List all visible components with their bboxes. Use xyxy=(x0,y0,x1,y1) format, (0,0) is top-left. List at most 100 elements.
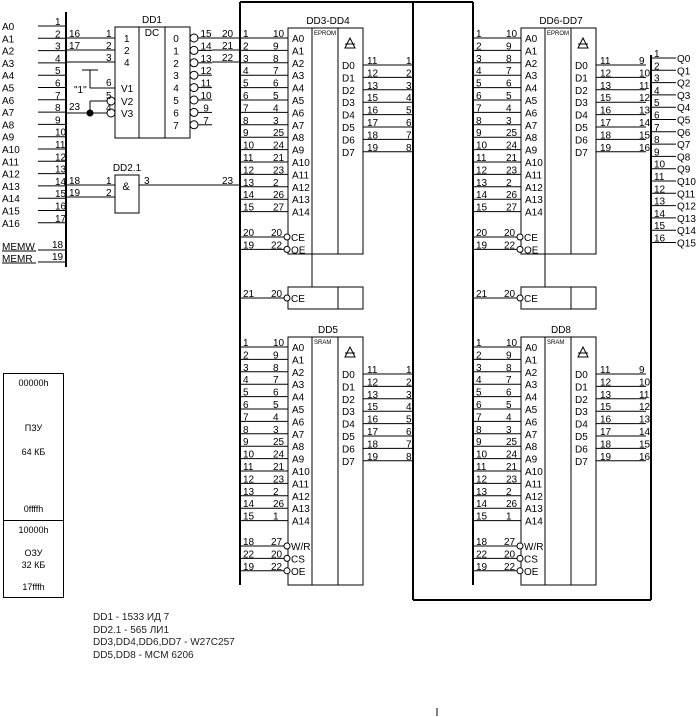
bus-number: 5 xyxy=(243,79,249,90)
output-pin-number: 13 xyxy=(654,197,666,208)
dd21-wire-number: 18 xyxy=(69,176,81,187)
bus-number: 10 xyxy=(476,450,488,461)
output-label: Q6 xyxy=(677,128,691,139)
bus-number: 2 xyxy=(243,350,249,361)
inverting-pin xyxy=(516,542,524,550)
inverting-pin xyxy=(283,294,291,302)
bus-number: 1 xyxy=(243,338,249,349)
data-label: D7 xyxy=(342,457,355,468)
address-label: A9 xyxy=(525,455,538,466)
bus-number: 8 xyxy=(406,143,412,154)
address-label: A8 xyxy=(525,442,538,453)
address-label: A4 xyxy=(292,393,305,404)
pin-number: 2 xyxy=(506,487,512,498)
pin-number: 16 xyxy=(600,415,612,426)
ram-label: ОЗУ xyxy=(24,548,43,558)
dd1-output-label: 6 xyxy=(173,108,179,119)
control-label: CE xyxy=(291,294,305,305)
dd1-pin-number: 4 xyxy=(106,103,112,114)
data-label: D6 xyxy=(342,135,355,146)
pin-number: 9 xyxy=(506,350,512,361)
dd1-inverting-output xyxy=(189,120,199,130)
data-label: D6 xyxy=(575,444,588,455)
output-label: Q11 xyxy=(677,189,696,200)
rom-label: ПЗУ xyxy=(24,423,43,433)
pin-number: 19 xyxy=(367,452,379,463)
pin-number: 25 xyxy=(273,128,285,139)
bus-number: 13 xyxy=(639,106,651,117)
input-label: A16 xyxy=(2,219,20,230)
pin-number: 11 xyxy=(600,365,611,376)
bus-number: 21 xyxy=(476,289,488,300)
pin-number: 13 xyxy=(367,390,379,401)
address-label: A9 xyxy=(292,146,305,157)
dd1-inverting-output xyxy=(189,95,199,105)
ram-size: 32 КБ xyxy=(21,560,46,570)
dd1-pin-number: 14 xyxy=(200,41,212,52)
bus-number: 4 xyxy=(476,375,482,386)
data-label: D4 xyxy=(342,111,355,122)
bus-number: 20 xyxy=(476,228,488,239)
bus-number: 10 xyxy=(639,68,651,79)
pin-number: 23 xyxy=(273,474,285,485)
output-label: Q2 xyxy=(677,79,691,90)
rom-start-address: 00000h xyxy=(18,378,49,388)
chip-name: DD6-DD7 xyxy=(539,16,583,27)
bus-number: 4 xyxy=(406,402,412,413)
data-label: D2 xyxy=(575,86,588,97)
input-label: A1 xyxy=(2,34,15,45)
pin-number: 27 xyxy=(273,203,285,214)
bus-number: 13 xyxy=(476,487,488,498)
pin-number: 13 xyxy=(600,390,612,401)
control-label: W/R xyxy=(291,542,310,553)
bus-number: 11 xyxy=(243,153,254,164)
address-label: A14 xyxy=(292,208,310,219)
address-label: A6 xyxy=(292,108,305,119)
dd1-inverting-output xyxy=(189,107,199,117)
bus-number: 11 xyxy=(476,462,487,473)
inverting-pin xyxy=(283,567,291,575)
data-label: D5 xyxy=(575,432,588,443)
bus-number: 10 xyxy=(476,141,488,152)
pin-number: 13 xyxy=(367,81,379,92)
bus-number: 6 xyxy=(476,400,482,411)
pin-number: 8 xyxy=(506,54,512,65)
data-label: D5 xyxy=(575,123,588,134)
bus-pin-number: 16 xyxy=(55,202,67,213)
data-label: D2 xyxy=(342,86,355,97)
bus-number: 9 xyxy=(476,437,482,448)
address-label: A0 xyxy=(525,34,538,45)
pin-number: 8 xyxy=(506,363,512,374)
bus-number: 8 xyxy=(243,116,249,127)
dd1-pin-number: 15 xyxy=(200,29,212,40)
dd1-pin-number: 7 xyxy=(203,116,209,127)
output-pin-number: 9 xyxy=(654,147,660,158)
output-pin-number: 1 xyxy=(654,49,660,60)
data-label: D4 xyxy=(342,420,355,431)
bus-pin-number: 17 xyxy=(55,214,67,225)
address-label: A8 xyxy=(525,133,538,144)
pin-number: 1 xyxy=(273,512,279,523)
address-label: A9 xyxy=(292,455,305,466)
pin-number: 4 xyxy=(506,103,512,114)
input-label: A15 xyxy=(2,207,20,218)
pin-number: 18 xyxy=(367,130,379,141)
control-input-label: MEMR xyxy=(2,254,33,265)
address-label: A2 xyxy=(292,368,305,379)
bus-number: 18 xyxy=(476,537,488,548)
address-label: A12 xyxy=(525,492,543,503)
output-pin-number: 15 xyxy=(654,221,666,232)
bus-number: 3 xyxy=(476,363,482,374)
dd1-output-label: 1 xyxy=(173,46,179,57)
input-label: A9 xyxy=(2,133,15,144)
bus-number: 15 xyxy=(639,130,651,141)
pin-number: 20 xyxy=(271,549,283,560)
address-label: A0 xyxy=(525,343,538,354)
bus-number: 6 xyxy=(476,91,482,102)
pin-number: 3 xyxy=(273,116,279,127)
data-label: D0 xyxy=(342,370,355,381)
data-label: D7 xyxy=(575,148,588,159)
output-label: Q4 xyxy=(677,103,691,114)
address-label: A10 xyxy=(525,158,543,169)
data-label: D2 xyxy=(575,395,588,406)
